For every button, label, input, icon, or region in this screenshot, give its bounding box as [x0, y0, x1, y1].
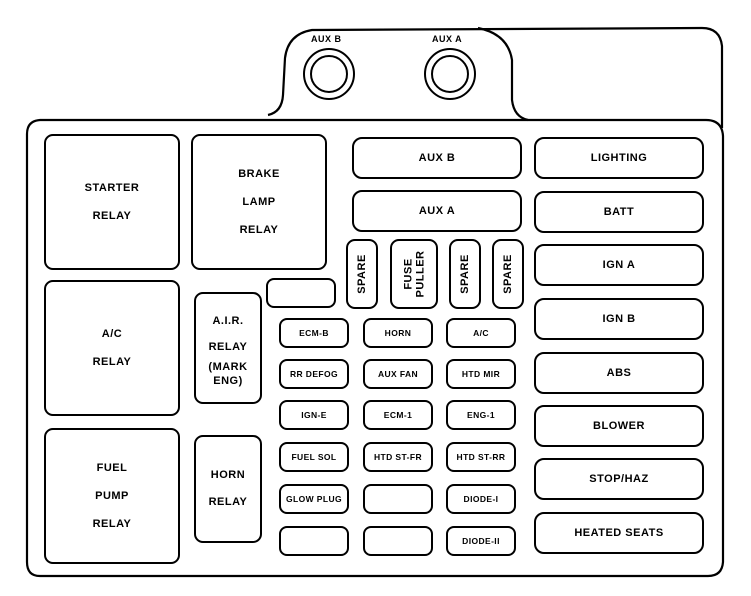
fuse-blower: BLOWER [534, 405, 704, 447]
fuse-stop-haz: STOP/HAZ [534, 458, 704, 500]
aux-b-power-socket [303, 48, 355, 100]
fuse-label: LIGHTING [590, 152, 648, 164]
fuse-diode-i: DIODE-I [446, 484, 516, 514]
fuse-lighting: LIGHTING [534, 137, 704, 179]
fuse-block-main-housing [25, 118, 725, 578]
spare-slot-3: SPARE [492, 239, 524, 309]
fuse-eng-1: ENG-1 [446, 400, 516, 430]
aux-a-maxi-fuse: AUX A [352, 190, 522, 232]
fuse-puller-label-line2: PULLER [414, 250, 426, 298]
spare-slot-1: SPARE [346, 239, 378, 309]
fuse-label: RR DEFOG [289, 369, 339, 379]
fuse-label: ABS [606, 367, 632, 379]
air-relay-label-line2: RELAY [208, 341, 248, 353]
ac-relay: A/C RELAY [44, 280, 180, 416]
fuse-puller-label-line1: FUSE [402, 258, 414, 290]
empty-fuse-slot [266, 278, 336, 308]
fuse-ign-e: IGN-E [279, 400, 349, 430]
fuse-label: DIODE-II [462, 536, 500, 546]
fuse-htd-mir: HTD MIR [446, 359, 516, 389]
fuse-ign-b: IGN B [534, 298, 704, 340]
fuse-label: ENG-1 [467, 410, 495, 420]
fuse-glow-plug: GLOW PLUG [279, 484, 349, 514]
air-relay-label-line4: ENG) [213, 375, 243, 387]
fuse-label: FUEL SOL [291, 452, 337, 462]
aux-b-socket-inner [310, 55, 348, 93]
aux-a-power-socket [424, 48, 476, 100]
brake-lamp-relay-label-line3: RELAY [239, 224, 279, 236]
air-relay-label-line3: (MARK [208, 361, 248, 373]
ac-relay-label-line1: A/C [101, 328, 123, 340]
horn-relay-label-line1: HORN [210, 469, 246, 481]
fuse-label: IGN-E [301, 410, 327, 420]
aux-b-fuse-label: AUX B [418, 152, 456, 164]
fuse-label: IGN B [602, 313, 636, 325]
air-relay: A.I.R. RELAY (MARK ENG) [194, 292, 262, 404]
fuse-block-upper-housing [267, 26, 724, 128]
fuse-ecm-1: ECM-1 [363, 400, 433, 430]
fuse-label: HTD MIR [461, 369, 501, 379]
fuse-batt: BATT [534, 191, 704, 233]
starter-relay-label-line1: STARTER [84, 182, 140, 194]
fuse-label: ECM-1 [383, 410, 413, 420]
fuse-label: IGN A [602, 259, 636, 271]
starter-relay: STARTER RELAY [44, 134, 180, 270]
horn-relay: HORN RELAY [194, 435, 262, 543]
fuse-heated-seats: HEATED SEATS [534, 512, 704, 554]
fuse-label: A/C [473, 328, 489, 338]
fuse-label: ECM-B [299, 328, 329, 338]
aux-a-fuse-label: AUX A [418, 205, 456, 217]
horn-relay-label-line2: RELAY [208, 496, 248, 508]
fuse-label: HEATED SEATS [574, 527, 664, 539]
aux-b-socket-label: AUX B [311, 34, 342, 44]
fuse-puller-slot: FUSE PULLER [390, 239, 438, 309]
fuse-htd-st-fr: HTD ST-FR [363, 442, 433, 472]
aux-b-maxi-fuse: AUX B [352, 137, 522, 179]
fuse-htd-st-rr: HTD ST-RR [446, 442, 516, 472]
spare-slot-2: SPARE [449, 239, 481, 309]
fuse-a-c: A/C [446, 318, 516, 348]
fuse-label: AUX FAN [377, 369, 419, 379]
fuse-label: STOP/HAZ [589, 473, 649, 485]
fuse-rr-defog: RR DEFOG [279, 359, 349, 389]
spare-slot-3-label: SPARE [502, 254, 514, 294]
fuel-pump-relay-label-line3: RELAY [92, 518, 132, 530]
spare-slot-1-label: SPARE [356, 254, 368, 294]
fuel-pump-relay: FUEL PUMP RELAY [44, 428, 180, 564]
ac-relay-label-line2: RELAY [92, 356, 132, 368]
fuse-empty [363, 526, 433, 556]
aux-a-socket-label: AUX A [432, 34, 463, 44]
fuse-horn: HORN [363, 318, 433, 348]
fuse-ecm-b: ECM-B [279, 318, 349, 348]
fuse-aux-fan: AUX FAN [363, 359, 433, 389]
fuse-fuel-sol: FUEL SOL [279, 442, 349, 472]
brake-lamp-relay-label-line1: BRAKE [238, 168, 280, 180]
fuse-diode-ii: DIODE-II [446, 526, 516, 556]
fuse-ign-a: IGN A [534, 244, 704, 286]
fuse-label: HTD ST-FR [374, 452, 422, 462]
aux-a-socket-inner [431, 55, 469, 93]
fuse-label: BLOWER [593, 420, 645, 432]
fuse-label: BATT [603, 206, 635, 218]
fuse-label: HTD ST-RR [456, 452, 506, 462]
fuse-abs: ABS [534, 352, 704, 394]
brake-lamp-relay: BRAKE LAMP RELAY [191, 134, 327, 270]
fuse-empty [279, 526, 349, 556]
fuse-label: DIODE-I [463, 494, 499, 504]
spare-slot-2-label: SPARE [459, 254, 471, 294]
fuel-pump-relay-label-line2: PUMP [95, 490, 129, 502]
air-relay-label-line1: A.I.R. [212, 315, 244, 327]
starter-relay-label-line2: RELAY [92, 210, 132, 222]
fuse-label: HORN [384, 328, 412, 338]
brake-lamp-relay-label-line2: LAMP [242, 196, 276, 208]
fuse-empty [363, 484, 433, 514]
fuel-pump-relay-label-line1: FUEL [96, 462, 128, 474]
fuse-label: GLOW PLUG [285, 494, 342, 504]
aux-socket-bulge [477, 26, 529, 122]
